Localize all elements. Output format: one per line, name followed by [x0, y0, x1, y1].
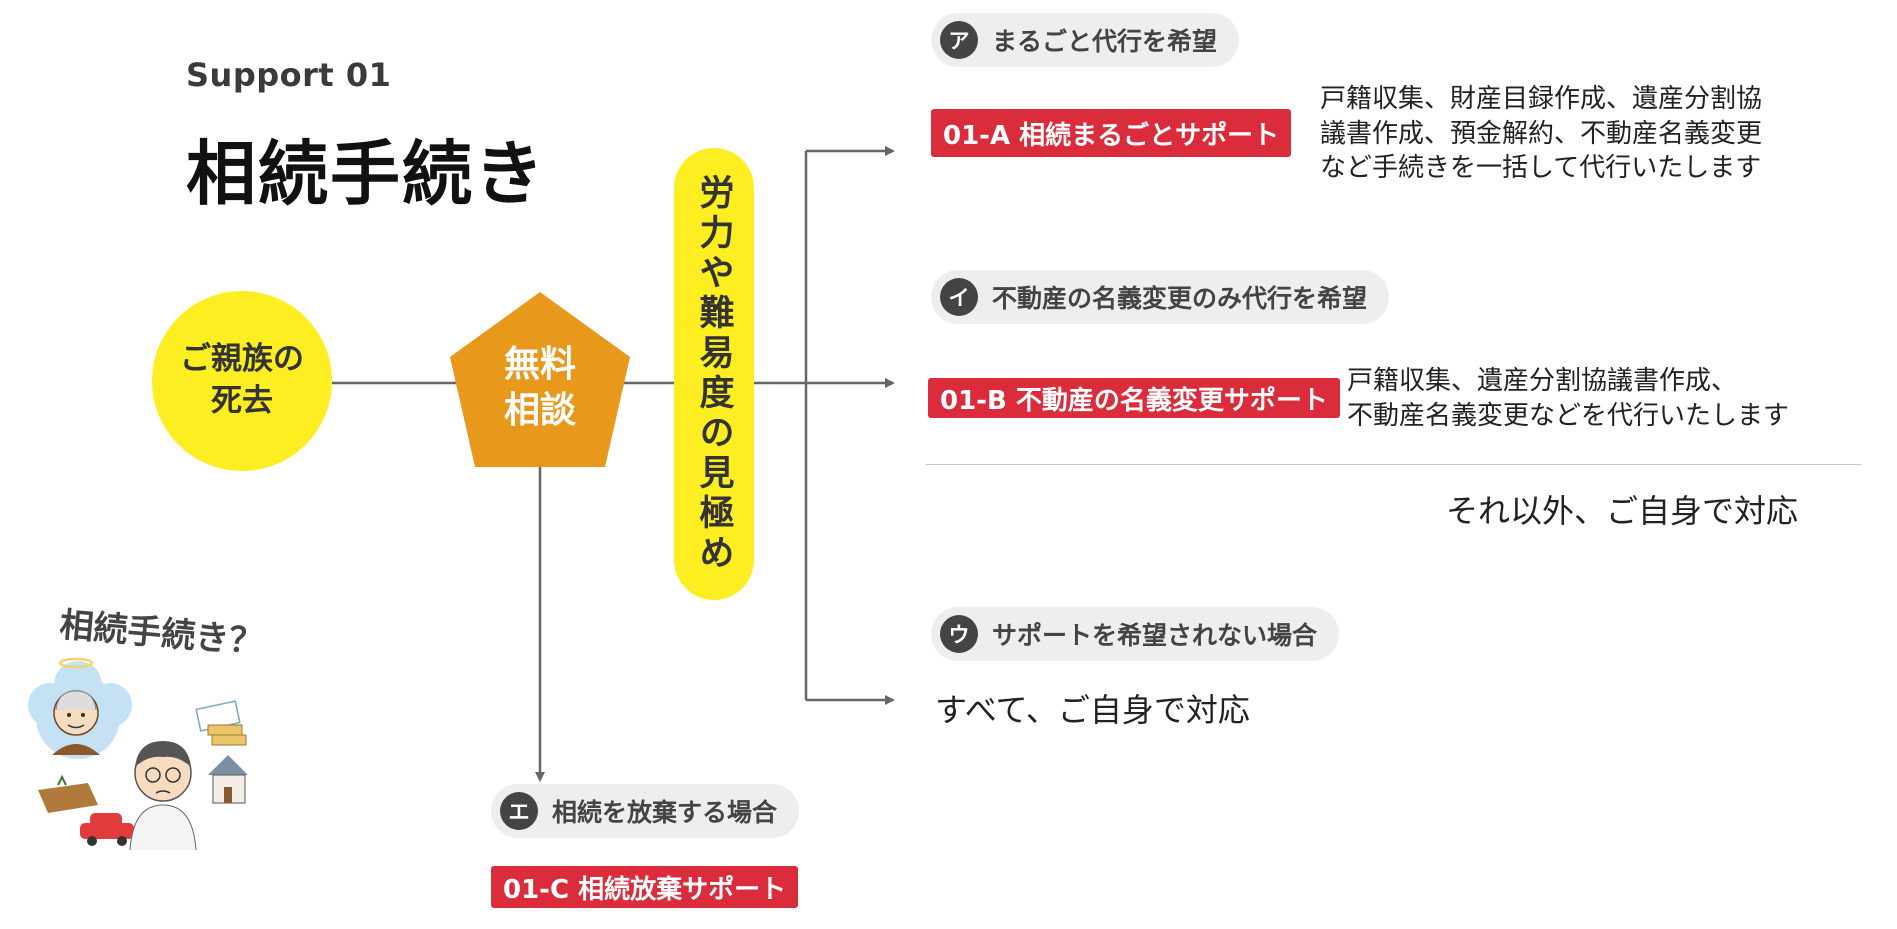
node-assessment: 労力や難易度の見極め — [674, 148, 754, 600]
option-b-badge: イ — [940, 278, 978, 316]
option-d-tag: エ 相続を放棄する場合 — [491, 784, 800, 838]
worried-man-icon — [129, 741, 197, 850]
node-free-consult-shape — [450, 292, 630, 467]
option-a-tag: ア まるごと代行を希望 — [931, 13, 1240, 67]
divider — [926, 464, 1861, 465]
service-01c: 01-C 相続放棄サポート — [491, 866, 799, 908]
node-relative-death-line2: 死去 — [211, 383, 273, 419]
inheritance-illustration — [28, 657, 248, 850]
service-01b-description: 戸籍収集、遺産分割協議書作成、 不動産名義変更などを代行いたします — [1347, 364, 1789, 433]
node-free-consult: 無料 相談 — [450, 342, 630, 434]
service-01a: 01-A 相続まるごとサポート — [931, 109, 1292, 157]
land-icon — [38, 774, 98, 813]
service-01a-desc-line2: 議書作成、預金解約、不動産名義変更 — [1320, 118, 1763, 149]
money-icon — [195, 700, 247, 746]
option-b-label: 不動産の名義変更のみ代行を希望 — [992, 284, 1368, 313]
option-d-badge: エ — [500, 792, 538, 830]
service-01a-desc-line3: など手続きを一括して代行いたします — [1320, 153, 1762, 184]
car-icon — [80, 813, 134, 846]
service-01b: 01-B 不動産の名義変更サポート — [928, 378, 1340, 418]
option-c-result-text: すべて、ご自身で対応 — [935, 691, 1250, 729]
node-free-consult-line1: 無料 — [503, 344, 576, 385]
option-c-label: サポートを希望されない場合 — [992, 621, 1318, 650]
service-01b-desc-line2: 不動産名義変更などを代行いたします — [1347, 400, 1790, 431]
service-01a-description: 戸籍収集、財産目録作成、遺産分割協 議書作成、預金解約、不動産名義変更 など手続… — [1320, 82, 1762, 186]
page-title: 相続手続き — [186, 133, 546, 215]
option-b-other-text: それ以外、ご自身で対応 — [1446, 492, 1799, 530]
service-01b-desc-line1: 戸籍収集、遺産分割協議書作成、 — [1347, 366, 1738, 396]
option-d-label: 相続を放棄する場合 — [552, 798, 778, 827]
option-b-tag: イ 不動産の名義変更のみ代行を希望 — [931, 270, 1390, 324]
service-01a-desc-line1: 戸籍収集、財産目録作成、遺産分割協 — [1320, 84, 1763, 114]
node-free-consult-line2: 相談 — [503, 390, 576, 432]
node-relative-death-line1: ご親族の — [180, 341, 304, 378]
option-a-badge: ア — [940, 21, 978, 59]
option-c-badge: ウ — [940, 615, 978, 653]
thought-cloud-icon — [28, 657, 132, 759]
option-a-label: まるごと代行を希望 — [992, 27, 1218, 56]
node-relative-death: ご親族の 死去 — [152, 291, 332, 471]
option-c-tag: ウ サポートを希望されない場合 — [931, 607, 1340, 661]
support-label: Support 01 — [186, 56, 392, 94]
node-assessment-label: 労力や難易度の見極め — [693, 174, 734, 574]
house-icon — [208, 755, 248, 804]
